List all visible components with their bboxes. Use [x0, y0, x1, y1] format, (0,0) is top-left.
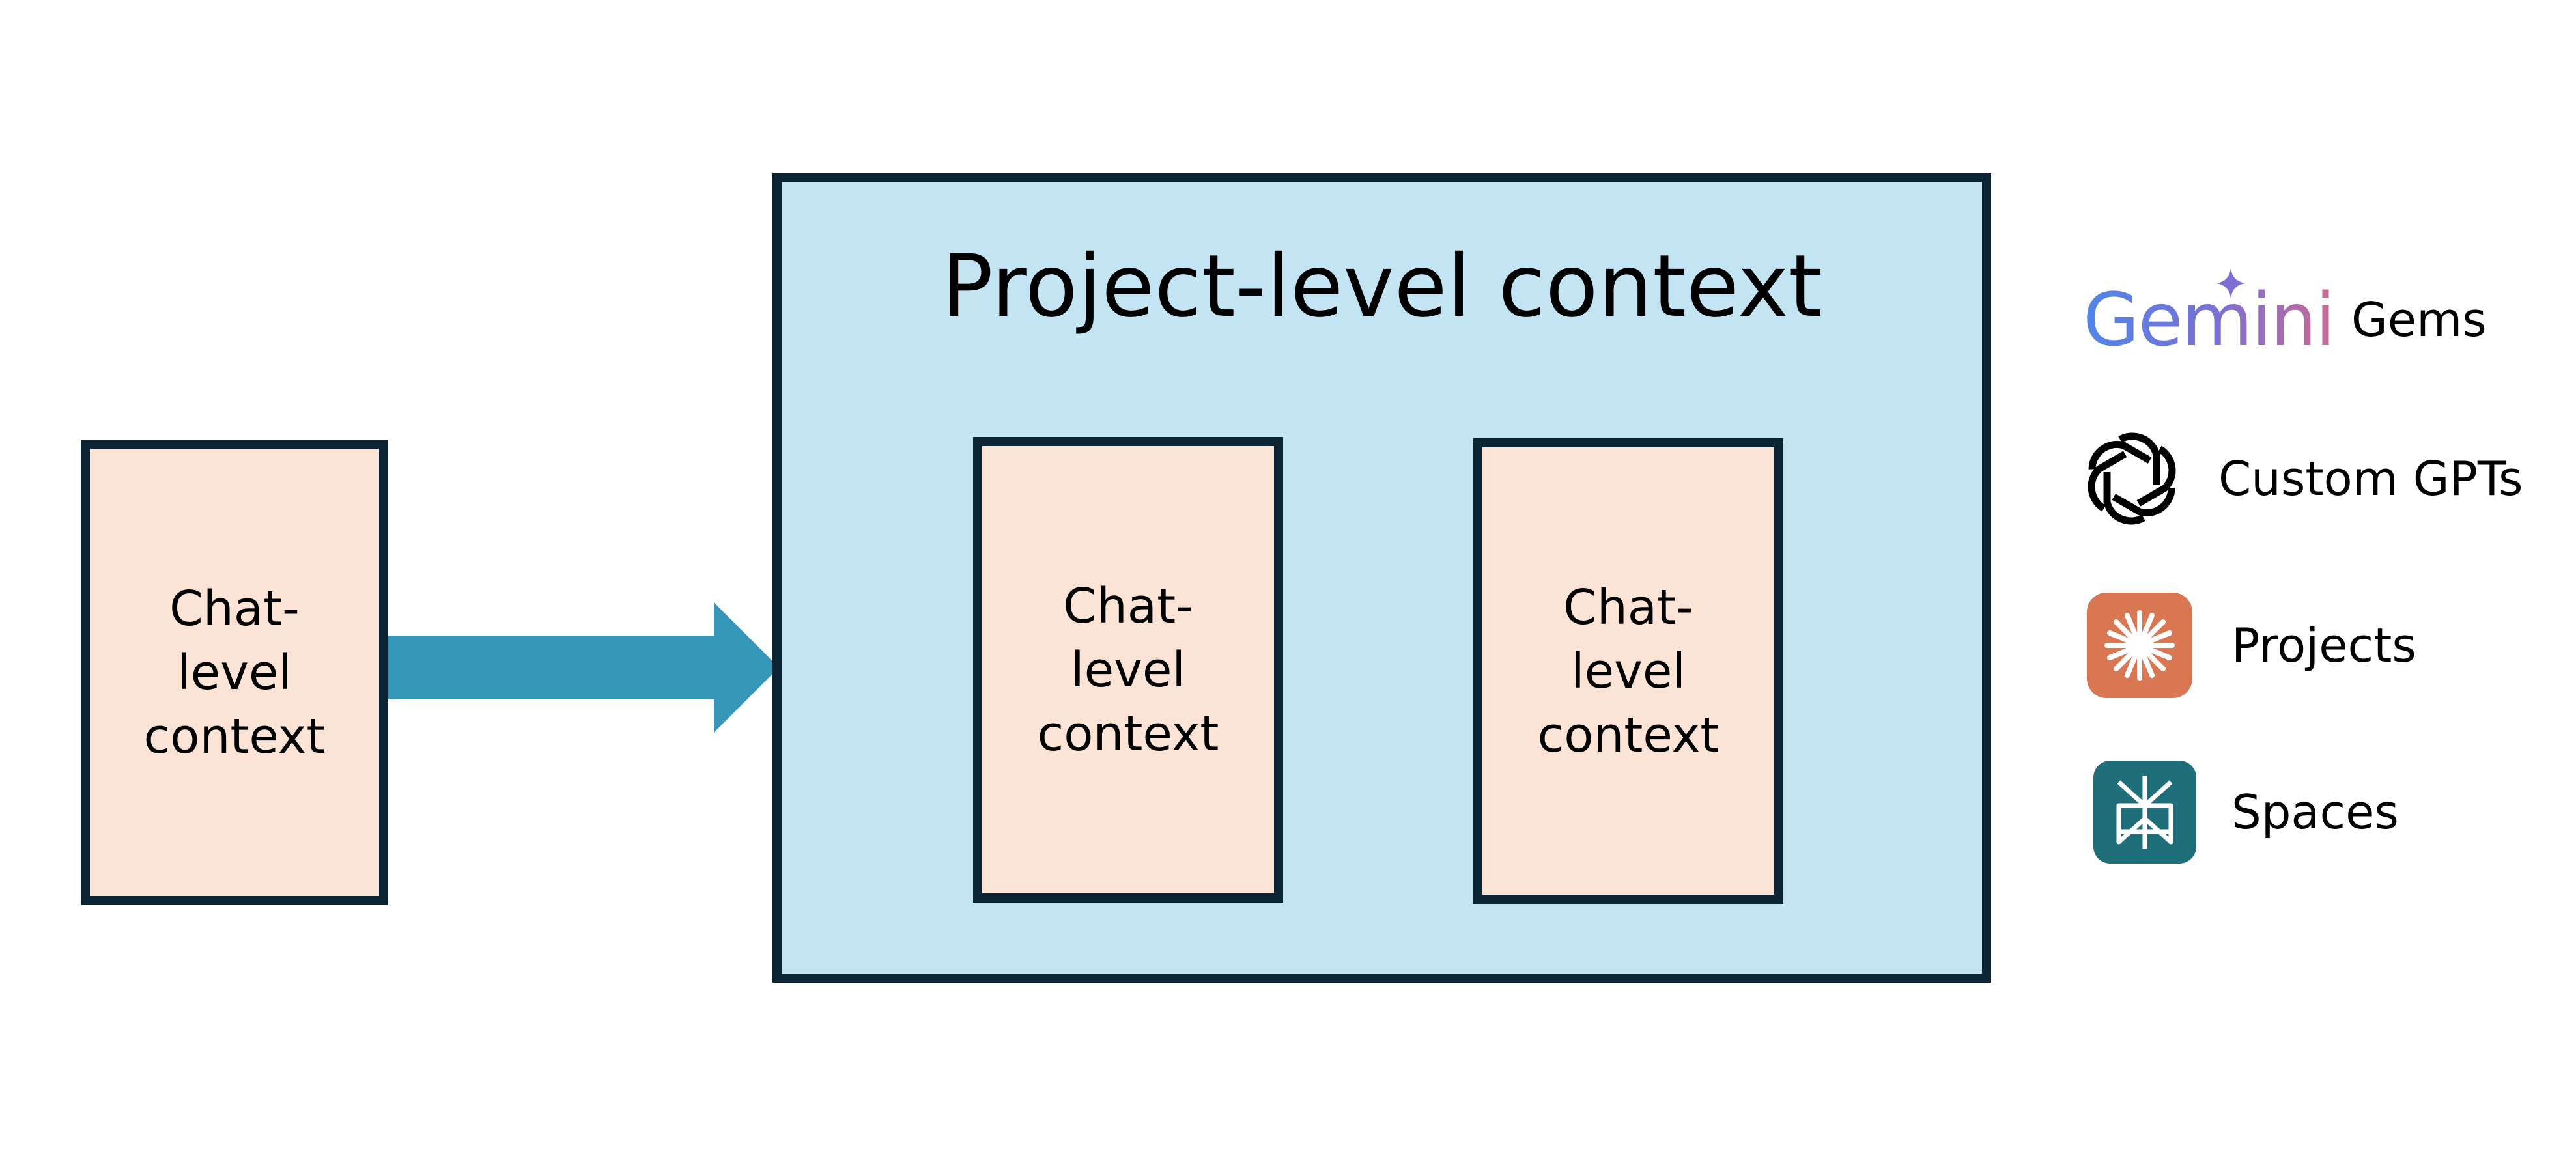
- gemini-wordmark: Gemini: [2083, 278, 2336, 363]
- legend-label-projects: Projects: [2231, 618, 2416, 673]
- openai-icon: [2083, 430, 2181, 527]
- chat-level-box-inner-2: Chat- level context: [1473, 438, 1783, 904]
- legend-label-spaces: Spaces: [2231, 785, 2399, 839]
- legend-label-custom-gpts: Custom GPTs: [2218, 451, 2523, 506]
- legend-label-gems: Gems: [2351, 292, 2487, 347]
- claude-icon: [2087, 593, 2192, 698]
- chat-level-label: Chat- level context: [1037, 578, 1219, 762]
- project-level-title: Project-level context: [941, 236, 1822, 337]
- chat-level-label: Chat- level context: [1537, 579, 1720, 763]
- gemini-sparkle-icon: [2216, 268, 2246, 298]
- chat-level-label: Chat- level context: [143, 580, 326, 765]
- chat-level-box-outside: Chat- level context: [81, 440, 388, 905]
- perplexity-icon: [2093, 761, 2196, 864]
- chat-level-box-inner-1: Chat- level context: [973, 437, 1283, 903]
- right-arrow-icon: [388, 602, 779, 733]
- gemini-logo: Gemini: [2083, 281, 2336, 359]
